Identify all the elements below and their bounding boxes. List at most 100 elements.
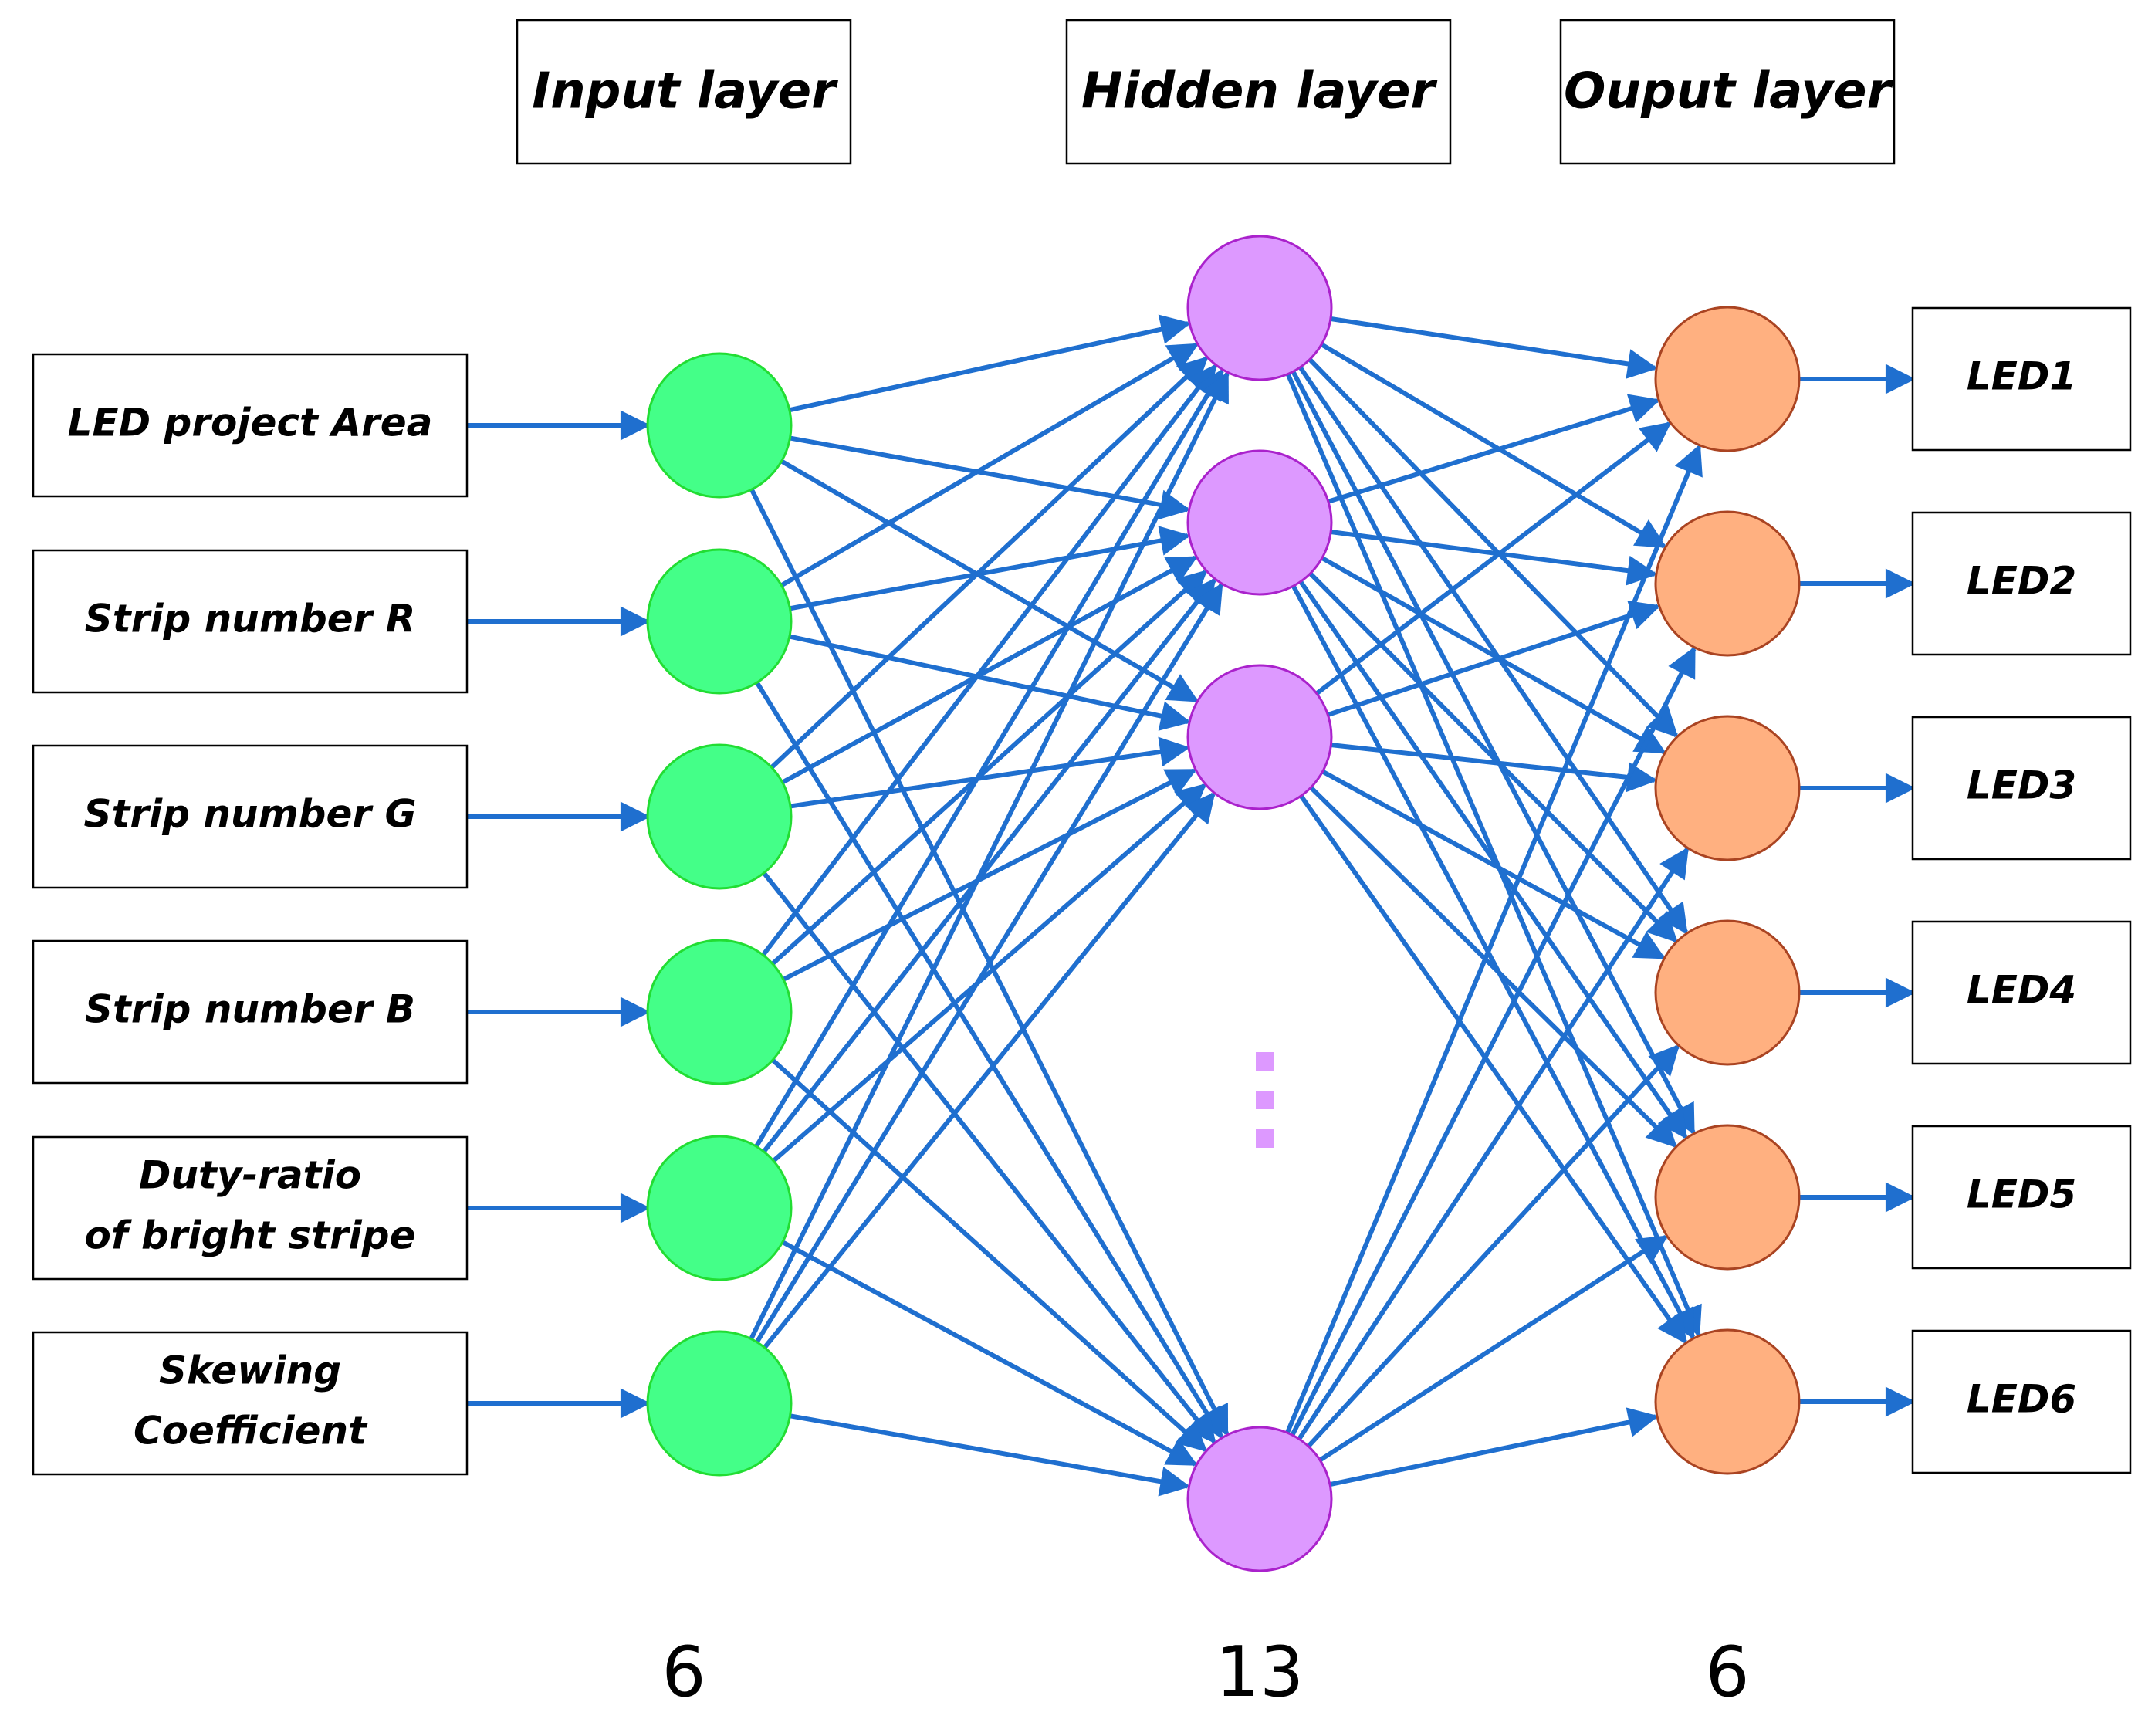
input-hidden-connection [753, 678, 1223, 1440]
hidden-output-connection [1307, 783, 1678, 1149]
input-hidden-connection [753, 582, 1223, 1346]
ellipsis-dot [1256, 1129, 1274, 1148]
output-node [1654, 306, 1801, 452]
hidden-ellipsis [1256, 1052, 1274, 1148]
hidden-output-connection [1318, 554, 1666, 754]
input-hidden-connection [759, 577, 1216, 1156]
input-label-text: Strip number G [83, 792, 416, 837]
hidden-output-connection [1296, 363, 1688, 935]
hidden-layer-title: Hidden layer [1081, 63, 1438, 120]
output-node [1654, 510, 1801, 657]
input-layer-count: 6 [661, 1632, 705, 1713]
output-label-text: LED2 [1967, 559, 2076, 604]
hidden-output-connection [1327, 316, 1658, 379]
hidden-output-connection [1305, 355, 1679, 738]
hidden-output-connection [1312, 421, 1672, 698]
hidden-output-connection [1297, 792, 1687, 1345]
output-node [1654, 715, 1801, 861]
output-nodes [1654, 306, 1801, 1475]
input-hidden-connection [769, 1056, 1208, 1453]
input-label-text: of bright stripe [85, 1213, 416, 1258]
hidden-output-connection [1304, 1044, 1680, 1450]
hidden-output-connection [1316, 1234, 1669, 1464]
ellipsis-dot [1256, 1052, 1274, 1071]
hidden-output-connection [1306, 569, 1678, 943]
input-hidden-connection [779, 768, 1197, 983]
input-hidden-connection [787, 1413, 1191, 1497]
input-hidden-connection [768, 570, 1208, 968]
input-label-text: Coefficient [134, 1409, 368, 1453]
ellipsis-dot [1256, 1091, 1274, 1109]
input-hidden-connection [786, 314, 1191, 414]
output-label-text: LED5 [1967, 1173, 2076, 1217]
input-hidden-connection [760, 791, 1216, 1352]
input-node [646, 939, 793, 1085]
input-hidden-connection [759, 364, 1217, 959]
input-node [646, 743, 793, 890]
hidden-node [1186, 1426, 1333, 1572]
hidden-output-connection [1288, 646, 1697, 1440]
output-node [1654, 919, 1801, 1066]
input-layer-header: Input layer [516, 19, 852, 165]
output-node [1654, 1124, 1801, 1271]
input-label-box: LED project Area [32, 353, 469, 498]
hidden-layer-header: Hidden layer [1065, 19, 1452, 165]
hidden-output-connection [1326, 1407, 1659, 1487]
connections [467, 314, 1916, 1497]
output-label-box: LED2 [1911, 511, 2132, 656]
hidden-node [1186, 664, 1333, 810]
input-hidden-connection [778, 1238, 1198, 1467]
hidden-output-connection [1324, 394, 1660, 505]
hidden-node [1186, 235, 1333, 381]
output-label-text: LED1 [1967, 354, 2076, 399]
hidden-output-connection [1318, 340, 1667, 549]
hidden-layer-count: 13 [1216, 1632, 1304, 1713]
hidden-output-connection [1284, 370, 1702, 1338]
output-layer-header: Ouput layer [1559, 19, 1896, 165]
input-label-text: Skewing [159, 1349, 341, 1393]
hidden-node [1186, 449, 1333, 596]
input-layer-title: Input layer [532, 63, 838, 120]
output-label-text: LED6 [1967, 1377, 2076, 1422]
input-node [646, 1330, 793, 1477]
input-label-text: LED project Area [68, 401, 433, 445]
input-label-box: Strip number B [32, 939, 469, 1085]
input-hidden-connection [787, 736, 1190, 810]
output-label-box: LED1 [1911, 306, 2132, 452]
hidden-output-connection [1295, 847, 1690, 1443]
input-node [646, 1135, 793, 1281]
input-hidden-connection [787, 435, 1191, 520]
output-node [1654, 1328, 1801, 1475]
input-label-text: Strip number B [85, 987, 415, 1032]
input-hidden-connection [777, 343, 1199, 589]
input-hidden-connection [777, 457, 1199, 703]
input-hidden-connection [753, 368, 1224, 1151]
hidden-output-connection [1328, 742, 1658, 793]
input-label-box: Strip number G [32, 744, 469, 889]
input-hidden-connection [767, 356, 1209, 772]
hidden-output-connection [1284, 444, 1703, 1437]
hidden-output-connection [1289, 367, 1696, 1135]
output-label-text: LED4 [1967, 968, 2076, 1013]
input-node [646, 352, 793, 499]
output-label-box: LED5 [1911, 1125, 2132, 1270]
output-label-box: LED6 [1911, 1329, 2132, 1474]
hidden-output-connection [1327, 529, 1658, 586]
hidden-output-connection [1324, 601, 1661, 719]
input-nodes [646, 352, 793, 1477]
input-hidden-connection [786, 633, 1191, 731]
hidden-output-connection [1318, 768, 1666, 960]
hidden-output-connection [1297, 577, 1688, 1140]
hidden-output-connection [1290, 582, 1696, 1340]
input-node [646, 548, 793, 695]
input-label-text: Strip number R [85, 597, 415, 641]
output-layer-title: Ouput layer [1564, 63, 1894, 120]
hidden-nodes [1186, 235, 1333, 1572]
input-hidden-connection [747, 371, 1230, 1343]
input-hidden-connection [770, 783, 1207, 1165]
